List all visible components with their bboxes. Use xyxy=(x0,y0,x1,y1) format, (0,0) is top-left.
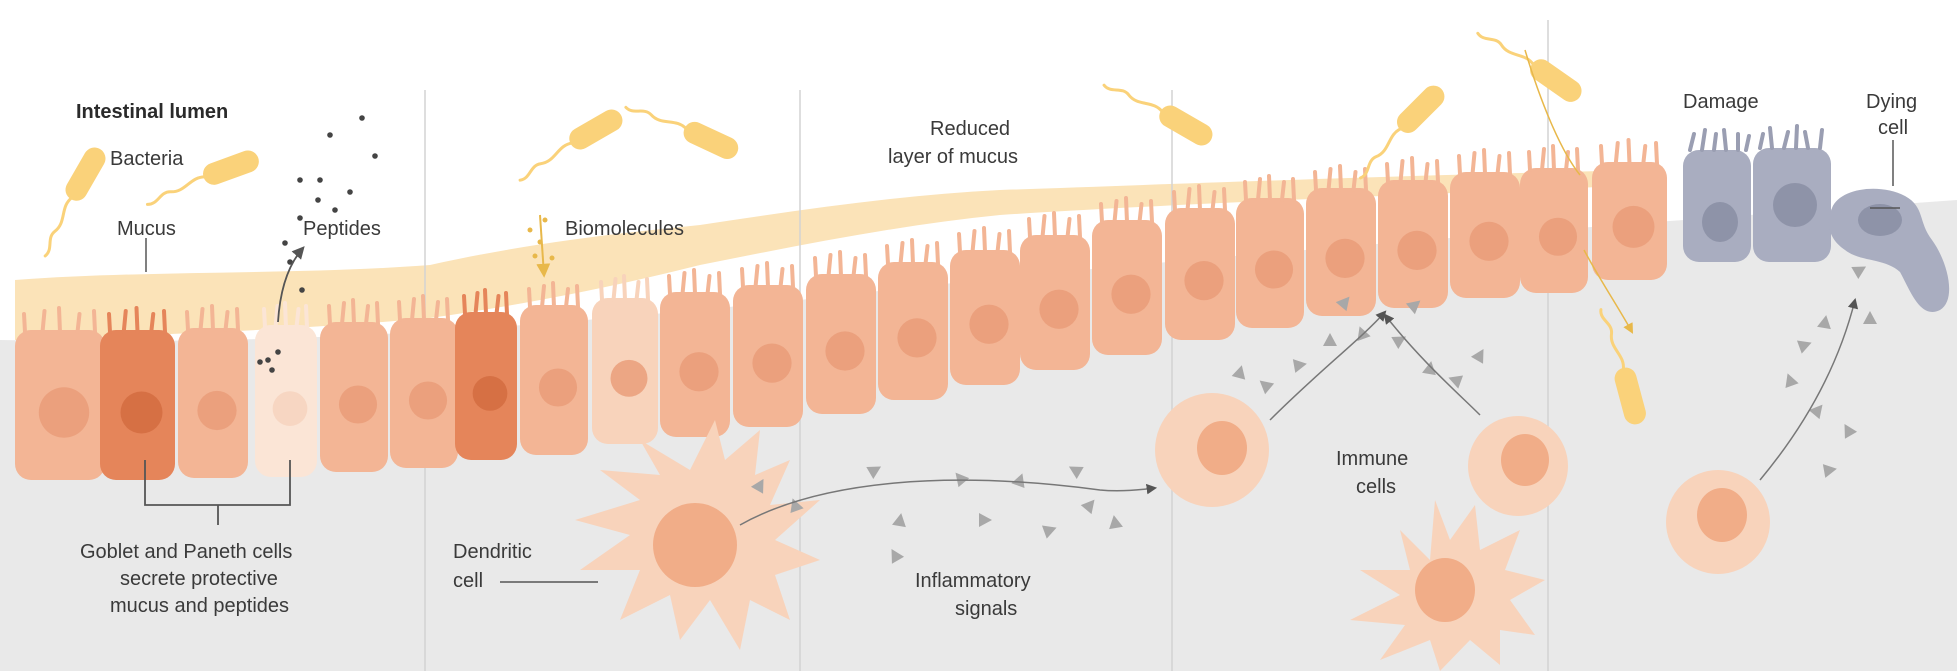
epithelial-cell xyxy=(660,270,730,437)
immune-cell xyxy=(1666,470,1770,574)
inflammatory-signals-label-line2: signals xyxy=(955,598,1017,620)
bacterium xyxy=(512,105,627,184)
goblet-paneth-label-line1: Goblet and Paneth cells xyxy=(80,541,292,563)
epithelial-cell xyxy=(1236,176,1304,328)
epithelial-cell xyxy=(320,300,388,472)
immune-cell xyxy=(1155,393,1269,507)
dying-cell-label-line1: Dying xyxy=(1866,91,1917,113)
epithelial-cell xyxy=(806,252,876,414)
inflammatory-signals-label-line1: Inflammatory xyxy=(915,570,1031,592)
immune-cells-label-line1: Immune xyxy=(1336,448,1408,470)
bacterium xyxy=(30,144,109,259)
epithelial-cell xyxy=(255,303,317,477)
bacterium xyxy=(1102,70,1217,149)
damage-label: Damage xyxy=(1683,91,1759,113)
dendritic-cell-label-line1: Dendritic xyxy=(453,541,532,563)
epithelial-cell xyxy=(390,296,458,468)
immune-cell xyxy=(1468,416,1568,516)
goblet-paneth-label-line2: secrete protective xyxy=(120,568,278,590)
epithelial-cell xyxy=(520,283,588,455)
epithelial-cell xyxy=(1378,158,1448,308)
epithelial-cell xyxy=(1020,213,1090,370)
bacteria-label: Bacteria xyxy=(110,148,184,170)
epithelial-cell xyxy=(100,308,175,480)
epithelial-cell xyxy=(1450,150,1520,298)
biomolecules-label: Biomolecules xyxy=(565,218,684,240)
intestinal-lumen-label: Intestinal lumen xyxy=(76,101,228,123)
peptides-label: Peptides xyxy=(303,218,381,240)
damaged-cell xyxy=(1753,126,1831,262)
epithelial-cell xyxy=(178,306,248,478)
goblet-paneth-label-line3: mucus and peptides xyxy=(110,595,289,617)
immune-cells-label-line2: cells xyxy=(1356,476,1396,498)
damaged-cell xyxy=(1683,130,1751,262)
epithelial-cell xyxy=(15,308,105,480)
epithelial-cell xyxy=(1306,166,1376,316)
reduced-mucus-label-line2: layer of mucus xyxy=(888,146,1018,168)
bacterium xyxy=(1475,19,1586,106)
reduced-mucus-label-line1: Reduced xyxy=(930,118,1010,140)
epithelial-cell xyxy=(950,228,1020,385)
epithelial-cell xyxy=(592,276,658,444)
epithelial-cell xyxy=(1165,186,1235,340)
bacterium xyxy=(1349,81,1449,181)
epithelial-cell xyxy=(455,290,517,460)
mucus-label: Mucus xyxy=(117,218,176,240)
epithelial-cell xyxy=(1592,140,1667,280)
dying-cell-label-line2: cell xyxy=(1878,117,1908,139)
epithelial-cell xyxy=(1520,146,1588,293)
epithelial-cell xyxy=(878,240,948,400)
epithelial-cell xyxy=(1092,198,1162,355)
epithelial-cell xyxy=(733,263,803,427)
bacterium xyxy=(624,92,742,163)
dendritic-cell-label-line2: cell xyxy=(453,570,483,592)
